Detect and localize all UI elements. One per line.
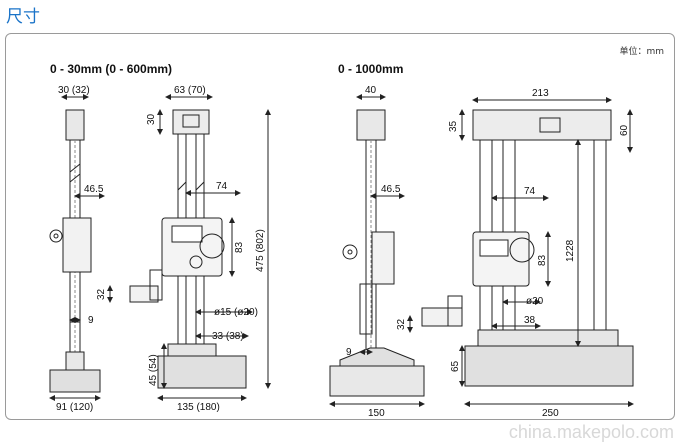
dim-left-top-width: 30 (32) bbox=[58, 85, 90, 96]
dim-right-head-height: 35 bbox=[448, 120, 459, 132]
dim-right-jaw-height: 32 bbox=[396, 318, 407, 330]
right-side-view bbox=[329, 109, 425, 397]
dim-right-base-side: 150 bbox=[368, 408, 385, 419]
dim-left-base-offset: 33 (38) bbox=[212, 331, 244, 342]
dim-right-frame-depth: 60 bbox=[619, 124, 630, 136]
dim-left-jaw-thickness: 9 bbox=[88, 315, 94, 326]
dim-right-jaw-thickness: 9 bbox=[346, 347, 352, 358]
dim-left-spindle-dia: ø15 (ø20) bbox=[214, 307, 258, 318]
dim-left-head-height: 30 bbox=[146, 113, 157, 125]
page-title: 尺寸 bbox=[6, 7, 40, 27]
dim-right-top-width: 40 bbox=[365, 85, 377, 96]
dim-left-total-height: 475 (802) bbox=[255, 229, 266, 272]
dim-left-beam-offset: 46.5 bbox=[84, 184, 104, 195]
right-front-view bbox=[421, 109, 634, 387]
dim-right-display-height: 83 bbox=[537, 254, 548, 266]
dim-right-base-width: 250 bbox=[542, 408, 559, 419]
watermark: china.makepolo.com bbox=[508, 422, 674, 442]
dim-left-base-width: 135 (180) bbox=[177, 402, 220, 413]
dim-right-base-offset: 38 bbox=[524, 315, 536, 326]
dim-left-head-width: 63 (70) bbox=[174, 85, 206, 96]
left-front-view bbox=[129, 109, 247, 389]
dim-left-base-side: 91 (120) bbox=[56, 402, 93, 413]
dim-left-jaw-height: 32 bbox=[96, 288, 107, 300]
right-model-heading: 0 - 1000mm bbox=[338, 62, 404, 76]
drawing-frame: 单位：mm bbox=[5, 33, 675, 420]
dim-right-base-height: 65 bbox=[450, 360, 461, 372]
dim-right-spindle-dia: ø20 bbox=[526, 296, 544, 307]
dim-left-display-height: 83 bbox=[234, 241, 245, 253]
left-model-heading: 0 - 30mm (0 - 600mm) bbox=[50, 62, 173, 76]
dim-right-total-height: 1228 bbox=[565, 239, 576, 262]
dim-left-base-height: 45 (54) bbox=[148, 354, 159, 386]
unit-label: 单位：mm bbox=[619, 47, 664, 57]
dim-right-beam-offset: 46.5 bbox=[381, 184, 401, 195]
dim-right-display-width: 74 bbox=[524, 186, 536, 197]
dim-right-frame-width: 213 bbox=[532, 88, 549, 99]
dim-left-display-width: 74 bbox=[216, 181, 228, 192]
left-side-view bbox=[49, 109, 101, 393]
